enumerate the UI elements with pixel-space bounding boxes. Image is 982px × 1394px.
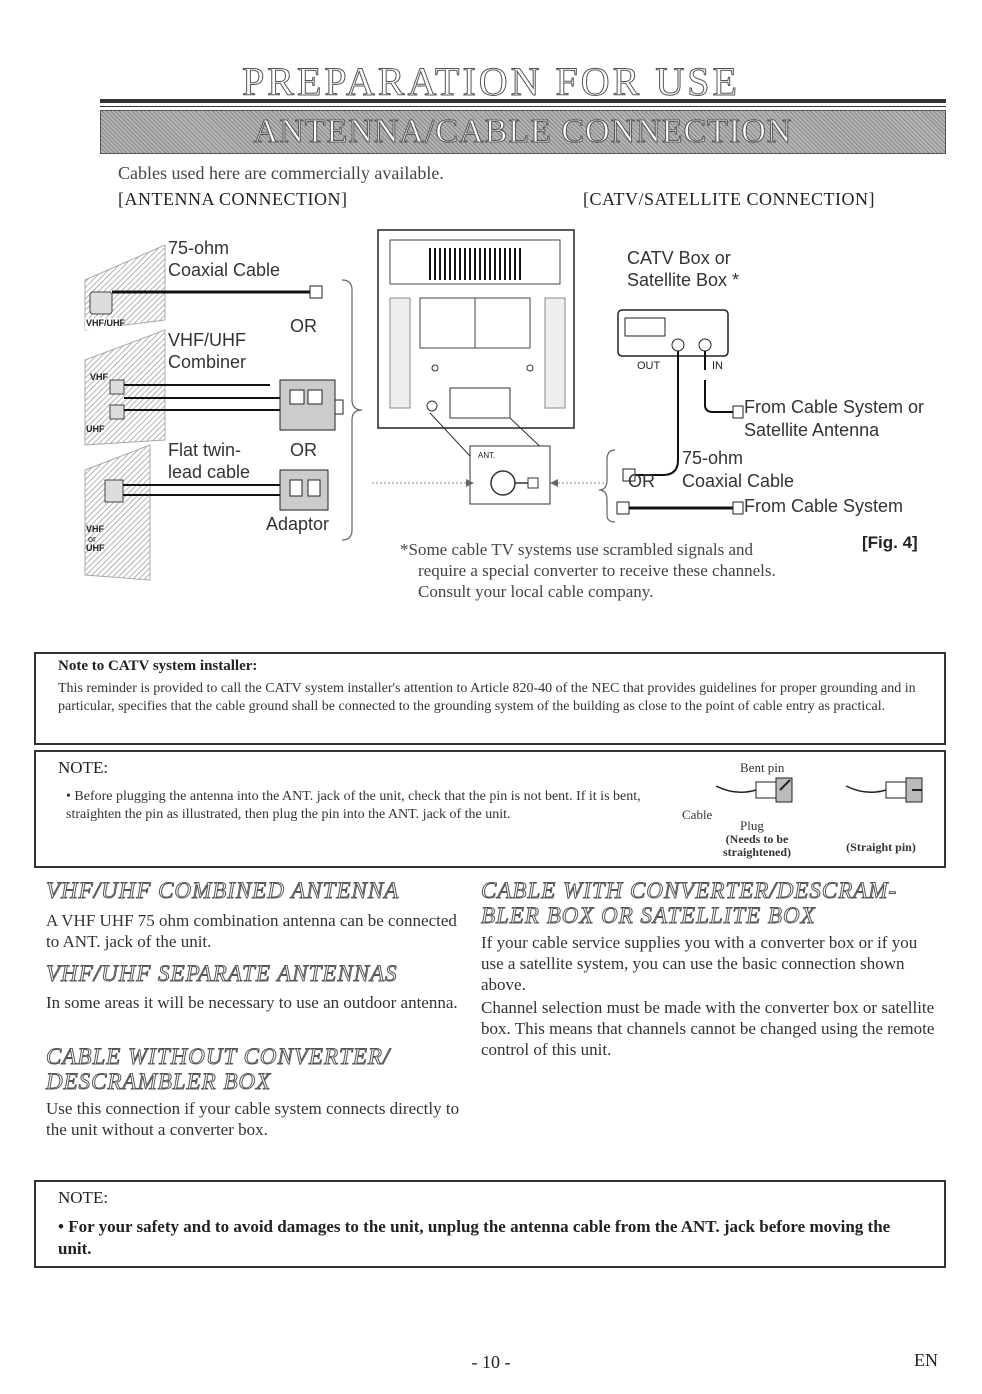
cable-label: Cable — [682, 807, 713, 822]
section-banner: ANTENNA/CABLE CONNECTION — [100, 110, 946, 154]
antenna-3-shape — [84, 444, 151, 581]
vhf-or-uhf-tag-3: UHF — [86, 543, 105, 553]
coax-label-1: 75-ohm — [168, 238, 230, 258]
vhfuhf-tag: VHF/UHF — [86, 318, 125, 328]
antenna-heading: [ANTENNA CONNECTION] — [118, 189, 348, 209]
from-cable-label: From Cable System — [744, 496, 904, 516]
bent-pin-label: Bent pin — [740, 760, 785, 775]
with-box-heading-2: BLER BOX OR SATELLITE BOX — [481, 903, 816, 929]
no-box-heading-1: CABLE WITHOUT CONVERTER/ — [45, 1044, 391, 1070]
coax-label-2: Coaxial Cable — [168, 260, 281, 280]
adaptor-box — [279, 469, 329, 511]
installer-note-heading: Note to CATV system installer: — [58, 658, 258, 674]
combiner-label-1: VHF/UHF — [168, 330, 246, 350]
in-label: IN — [712, 360, 723, 372]
no-box-heading-2: DESCRAMBLER BOX — [45, 1069, 272, 1095]
needs-line-1: (Needs to be — [725, 832, 789, 846]
antenna-diagram — [84, 244, 363, 581]
with-box-text-2: Channel selection must be made with the … — [481, 998, 935, 1059]
with-box-heading-1: CABLE WITH CONVERTER/DESCRAM- — [480, 878, 898, 904]
vhf-tag: VHF — [90, 372, 108, 382]
catv-or: OR — [628, 471, 655, 491]
adaptor-label: Adaptor — [266, 514, 330, 534]
tv-back-diagram — [372, 229, 606, 505]
scrambled-footnote: *Some cable TV systems use scrambled sig… — [400, 539, 860, 602]
uhf-tag: UHF — [86, 424, 105, 434]
needs-line-2: straightened) — [723, 845, 791, 859]
combined-antenna-heading: VHF/UHF COMBINED ANTENNA — [45, 878, 400, 904]
or-label-2: OR — [290, 440, 317, 460]
safety-note-box: NOTE: • For your safety and to avoid dam… — [34, 1180, 946, 1268]
pin-illustration — [716, 777, 923, 803]
vhf-or-uhf-tag-1: VHF — [86, 524, 104, 534]
title-rule — [100, 99, 946, 103]
catv-box-label-2: Satellite Box * — [627, 270, 740, 290]
needs-straightening-label: (Needs to be straightened) — [692, 832, 822, 860]
twin-label-1: Flat twin- — [168, 440, 242, 460]
catv-coax-2: Coaxial Cable — [682, 471, 795, 491]
installer-note-box: Note to CATV system installer: This remi… — [34, 652, 946, 745]
combined-antenna-text: A VHF UHF 75 ohm combination antenna can… — [46, 911, 457, 951]
with-box-text-1: If your cable service supplies you with … — [481, 933, 918, 994]
in-cable — [704, 380, 735, 413]
from-cable-sat-2: Satellite Antenna — [744, 420, 880, 440]
footnote-line-2: require a special converter to receive t… — [418, 561, 776, 580]
separate-antennas-heading: VHF/UHF SEPARATE ANTENNAS — [46, 961, 398, 987]
pin-note-body: • Before plugging the antenna into the A… — [66, 789, 641, 822]
pin-note-heading: NOTE: — [58, 758, 109, 777]
title-rule-thin — [100, 106, 946, 107]
straight-pin-label: (Straight pin) — [846, 840, 916, 854]
combiner-label-2: Combiner — [168, 352, 247, 372]
or-label-1: OR — [290, 316, 317, 336]
pin-note-box: NOTE: • Before plugging the antenna into… — [34, 750, 946, 868]
catv-heading: [CATV/SATELLITE CONNECTION] — [583, 189, 875, 209]
installer-note-body: This reminder is provided to call the CA… — [58, 681, 916, 714]
antenna-2-shape — [84, 329, 166, 446]
ant-jack-label: ANT. — [478, 451, 496, 460]
catv-diagram — [598, 309, 744, 523]
from-cable-sat-1: From Cable System or — [744, 397, 925, 417]
combiner-box — [279, 379, 336, 431]
out-cable — [635, 380, 679, 476]
footnote-line-3: Consult your local cable company. — [418, 582, 654, 601]
catv-box-label-1: CATV Box or — [627, 248, 731, 268]
fig-label: [Fig. 4] — [862, 533, 918, 552]
twin-label-2: lead cable — [168, 462, 251, 482]
out-label: OUT — [637, 360, 661, 372]
safety-note-heading: NOTE: — [58, 1188, 109, 1207]
vhf-or-uhf-tag-2: or — [88, 534, 97, 544]
separate-antennas-text: In some areas it will be necessary to us… — [46, 993, 458, 1012]
catv-coax-1: 75-ohm — [682, 448, 744, 468]
page-number: - 10 - — [471, 1352, 511, 1372]
page-title: PREPARATION FOR USE — [242, 59, 740, 105]
intro-text: Cables used here are commercially availa… — [118, 163, 444, 183]
footnote-line-1: *Some cable TV systems use scrambled sig… — [400, 540, 754, 559]
no-box-text: Use this connection if your cable system… — [46, 1099, 460, 1139]
section-banner-text: ANTENNA/CABLE CONNECTION — [253, 113, 793, 151]
plug-label: Plug — [740, 818, 764, 833]
safety-note-body: • For your safety and to avoid damages t… — [58, 1217, 891, 1258]
language-code: EN — [914, 1350, 938, 1370]
